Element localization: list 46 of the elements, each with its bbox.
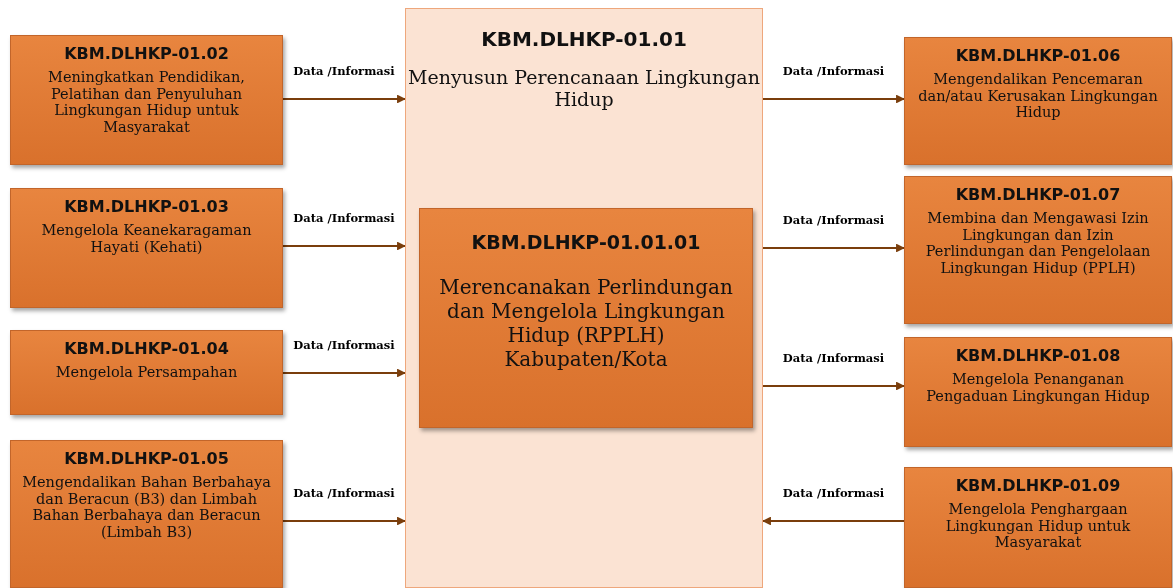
arrow <box>763 381 905 391</box>
box-code: KBM.DLHKP-01.05 <box>64 449 229 468</box>
process-box <box>904 176 1172 324</box>
box-code: KBM.DLHKP-01.08 <box>955 346 1121 365</box>
process-box <box>10 330 283 415</box>
edge-label: Data /Informasi <box>292 64 396 80</box>
box-code: KBM.DLHKP-01.01 <box>481 27 687 51</box>
edge-label: Data /Informasi <box>781 486 886 502</box>
edge-label: Data /Informasi <box>292 486 396 502</box>
box-description: Meningkatkan Pendidikan, Pelatihan dan Penyuluhan Lingkungan Hidup untuk Masyarakat <box>47 69 246 136</box>
box-description: Mengelola Penghargaan Lingkungan Hidup untuk Masyarakat <box>944 501 1132 551</box>
arrow <box>762 516 904 526</box>
arrow <box>763 94 905 104</box>
edge-label: Data /Informasi <box>781 351 886 367</box>
box-description: Mengelola Persampahan <box>55 364 238 381</box>
edge-label: Data /Informasi <box>781 64 886 80</box>
process-panel <box>405 8 763 588</box>
process-box <box>904 37 1172 165</box>
box-description: Mengendalikan Bahan Berbahaya dan Beracun (B3) dan Limbah Bahan Berbahaya dan Beracun (Limbah B3) <box>21 474 272 541</box>
process-box <box>904 337 1172 447</box>
process-box <box>10 35 283 165</box>
arrow <box>283 368 406 378</box>
process-box <box>904 467 1172 588</box>
box-code: KBM.DLHKP-01.04 <box>64 339 229 358</box>
process-box <box>419 208 753 428</box>
box-description: Membina dan Mengawasi Izin Lingkungan dan Izin Perlindungan dan Pengelolaan Lingkungan Hidup (PPLH) <box>924 210 1152 277</box>
edge-label: Data /Informasi <box>292 338 396 354</box>
arrow <box>283 241 406 251</box>
arrow <box>763 243 905 253</box>
arrow <box>283 94 406 104</box>
box-description: Merencanakan Perlindungan dan Mengelola Lingkungan Hidup (RPPLH) Kabupaten/Kota <box>438 275 734 371</box>
process-box <box>10 440 283 588</box>
edge-label: Data /Informasi <box>292 211 396 227</box>
box-code: KBM.DLHKP-01.03 <box>64 197 229 216</box>
process-box <box>10 188 283 308</box>
box-code: KBM.DLHKP-01.02 <box>64 44 229 63</box>
box-code: KBM.DLHKP-01.07 <box>955 185 1121 204</box>
box-description: Menyusun Perencanaan Lingkungan Hidup <box>407 67 761 111</box>
edge-label: Data /Informasi <box>781 213 886 229</box>
box-description: Mengendalikan Pencemaran dan/atau Kerusakan Lingkungan Hidup <box>917 71 1159 121</box>
arrow <box>283 516 406 526</box>
box-description: Mengelola Penanganan Pengaduan Lingkungan Hidup <box>925 371 1151 405</box>
box-description: Mengelola Keanekaragaman Hayati (Kehati) <box>40 222 253 256</box>
box-code: KBM.DLHKP-01.06 <box>955 46 1121 65</box>
box-code: KBM.DLHKP-01.01.01 <box>471 231 701 253</box>
box-code: KBM.DLHKP-01.09 <box>955 476 1121 495</box>
